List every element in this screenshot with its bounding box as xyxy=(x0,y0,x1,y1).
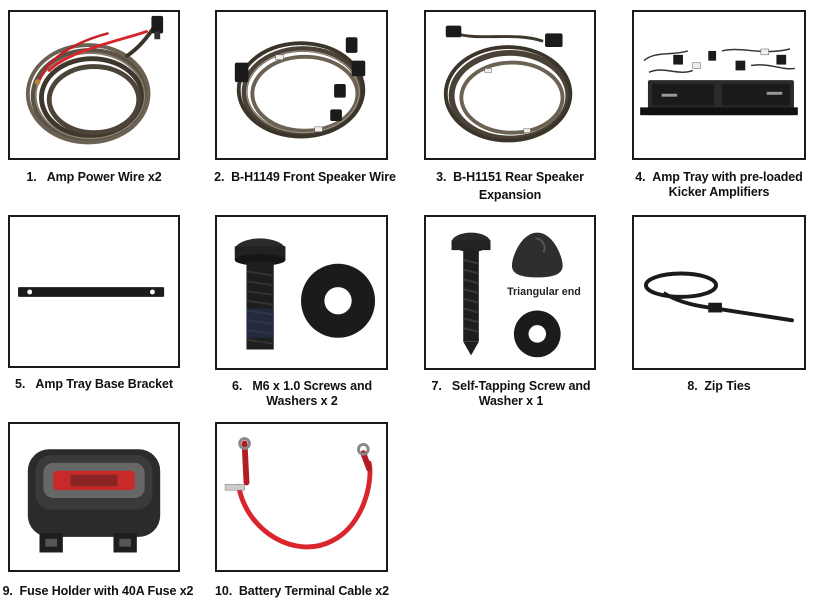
part-label-line2: Washer x 1 xyxy=(478,394,544,408)
part-label: M6 x 1.0 Screws and xyxy=(252,379,373,393)
part-label: Fuse Holder with 40A Fuse x2 xyxy=(19,584,194,598)
part-image-frame-zip-ties xyxy=(632,215,806,370)
part-caption-6: 6. M6 x 1.0 Screws and Washers x 2 xyxy=(207,379,397,409)
amp-power-wire-illustration xyxy=(25,15,164,145)
battery-terminal-cable-illustration xyxy=(224,437,373,550)
part-label: Amp Tray with pre-loaded xyxy=(652,170,803,184)
part-label-line2: Expansion xyxy=(478,188,542,202)
self-tapping-screw-illustration: Triangular end xyxy=(451,232,581,358)
part-image-frame-base-bracket xyxy=(8,215,180,368)
part-label: Amp Power Wire x2 xyxy=(46,170,162,184)
part-number: 9. xyxy=(2,584,13,598)
part-image-frame-fuse-holder xyxy=(8,422,180,572)
part-caption-5: 5. Amp Tray Base Bracket xyxy=(0,377,188,392)
part-label: Zip Ties xyxy=(704,379,751,393)
part-caption-7: 7. Self-Tapping Screw and Washer x 1 xyxy=(416,379,606,409)
part-caption-8: 8. Zip Ties xyxy=(626,379,812,394)
part-label-line2: Kicker Amplifiers xyxy=(668,185,770,199)
m6-screw-washer-illustration xyxy=(234,238,376,350)
amp-tray-illustration xyxy=(640,48,798,116)
part-number: 5. xyxy=(15,377,26,391)
part-image-frame-front-speaker-wire xyxy=(215,10,388,160)
part-number: 8. xyxy=(687,379,698,393)
part-label: B-H1149 Front Speaker Wire xyxy=(231,170,396,184)
part-caption-9: 9. Fuse Holder with 40A Fuse x2 xyxy=(0,584,196,599)
part-number: 7. xyxy=(431,379,442,393)
part-label: Amp Tray Base Bracket xyxy=(35,377,173,391)
part-image-frame-battery-cable xyxy=(215,422,388,572)
part-number: 6. xyxy=(231,379,243,393)
part-image-frame-amp-power-wire xyxy=(8,10,180,160)
triangular-end-label: Triangular end xyxy=(507,286,581,298)
part-label: Self-Tapping Screw and xyxy=(451,379,591,393)
part-caption-1: 1. Amp Power Wire x2 xyxy=(0,170,188,185)
part-caption-3: 3. B-H1151 Rear Speaker Expansion xyxy=(418,170,602,203)
part-image-frame-self-tapping-screw: Triangular end xyxy=(424,215,596,370)
rear-speaker-wire-illustration xyxy=(443,25,573,143)
part-label-line2: Washers x 2 xyxy=(266,394,338,408)
part-number: 3. xyxy=(436,170,447,184)
zip-tie-illustration xyxy=(643,271,795,323)
part-number: 4. xyxy=(635,170,646,184)
part-image-frame-amp-tray xyxy=(632,10,806,160)
part-caption-2: 2. B-H1149 Front Speaker Wire xyxy=(205,170,405,185)
front-speaker-wire-illustration xyxy=(234,37,366,139)
part-label: B-H1151 Rear Speaker xyxy=(453,170,584,184)
part-caption-4: 4. Amp Tray with pre-loaded Kicker Ampli… xyxy=(626,170,812,200)
part-image-frame-rear-speaker-expansion xyxy=(424,10,596,160)
part-number: 1. xyxy=(26,170,37,184)
fuse-holder-illustration xyxy=(27,449,161,553)
part-label: Battery Terminal Cable x2 xyxy=(238,584,389,598)
part-caption-10: 10. Battery Terminal Cable x2 xyxy=(207,584,397,599)
part-image-frame-m6-screws xyxy=(215,215,388,370)
base-bracket-illustration xyxy=(18,287,165,297)
part-number: 10. xyxy=(215,584,233,598)
part-number: 2. xyxy=(214,170,225,184)
